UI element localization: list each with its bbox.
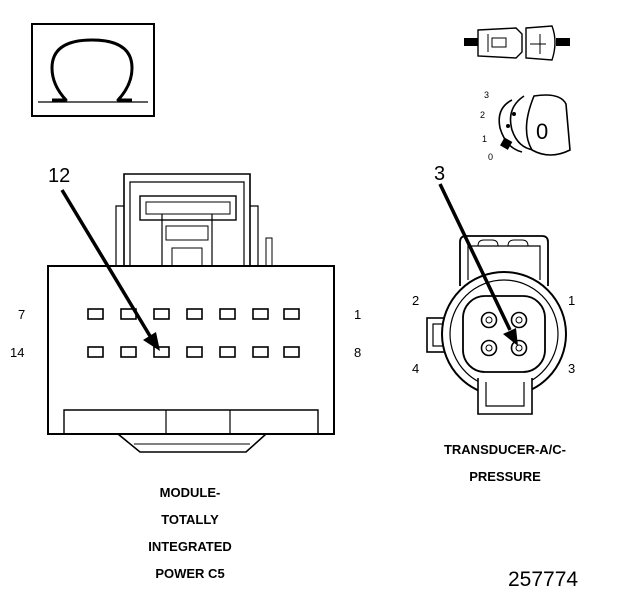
module-pin-label-top-right: 1 [354, 307, 361, 322]
transducer-caption: TRANSDUCER-A/C- PRESSURE [444, 442, 566, 484]
transducer-connector [426, 235, 567, 415]
module-callout-arrow [60, 189, 160, 351]
module-pin-label-bottom-right: 8 [354, 345, 361, 360]
transducer-caption-line: TRANSDUCER-A/C- [444, 442, 566, 457]
transducer-pin-label-1: 1 [568, 293, 575, 308]
meter-tick-label: 1 [482, 134, 487, 144]
pin-row-top [87, 308, 300, 320]
module-caption-line: MODULE- [160, 485, 221, 500]
transducer-pin-label-2: 2 [412, 293, 419, 308]
transducer-pin-label-3: 3 [568, 361, 575, 376]
module-callout-pin: 12 [48, 165, 70, 187]
module-caption-line: TOTALLY [161, 512, 219, 527]
meter-tick-label: 0 [488, 152, 493, 162]
transducer-caption-line: PRESSURE [469, 469, 541, 484]
meter-tick-label: 3 [484, 90, 489, 100]
ohm-icon [50, 38, 134, 102]
meter-tick-label: 2 [480, 110, 485, 120]
transducer-pin-label-4: 4 [412, 361, 419, 376]
figure-number: 257774 [508, 568, 578, 591]
module-caption: MODULE- TOTALLY INTEGRATED POWER C5 [148, 485, 232, 581]
meter-dial-icon: 0 3 2 1 0 [480, 90, 571, 162]
module-caption-line: POWER C5 [155, 566, 224, 581]
meter-display-value: 0 [536, 119, 548, 144]
transducer-callout-arrow [438, 183, 518, 346]
transducer-callout-pin: 3 [434, 163, 445, 185]
transducer-terminals [480, 311, 528, 357]
module-caption-line: INTEGRATED [148, 539, 232, 554]
test-lead-icon [464, 25, 570, 61]
ohm-symbol-box [31, 23, 155, 117]
module-pin-label-bottom-left: 14 [10, 345, 24, 360]
module-pin-label-top-left: 7 [18, 307, 25, 322]
module-connector [47, 173, 335, 453]
pin-row-bottom [87, 346, 300, 358]
